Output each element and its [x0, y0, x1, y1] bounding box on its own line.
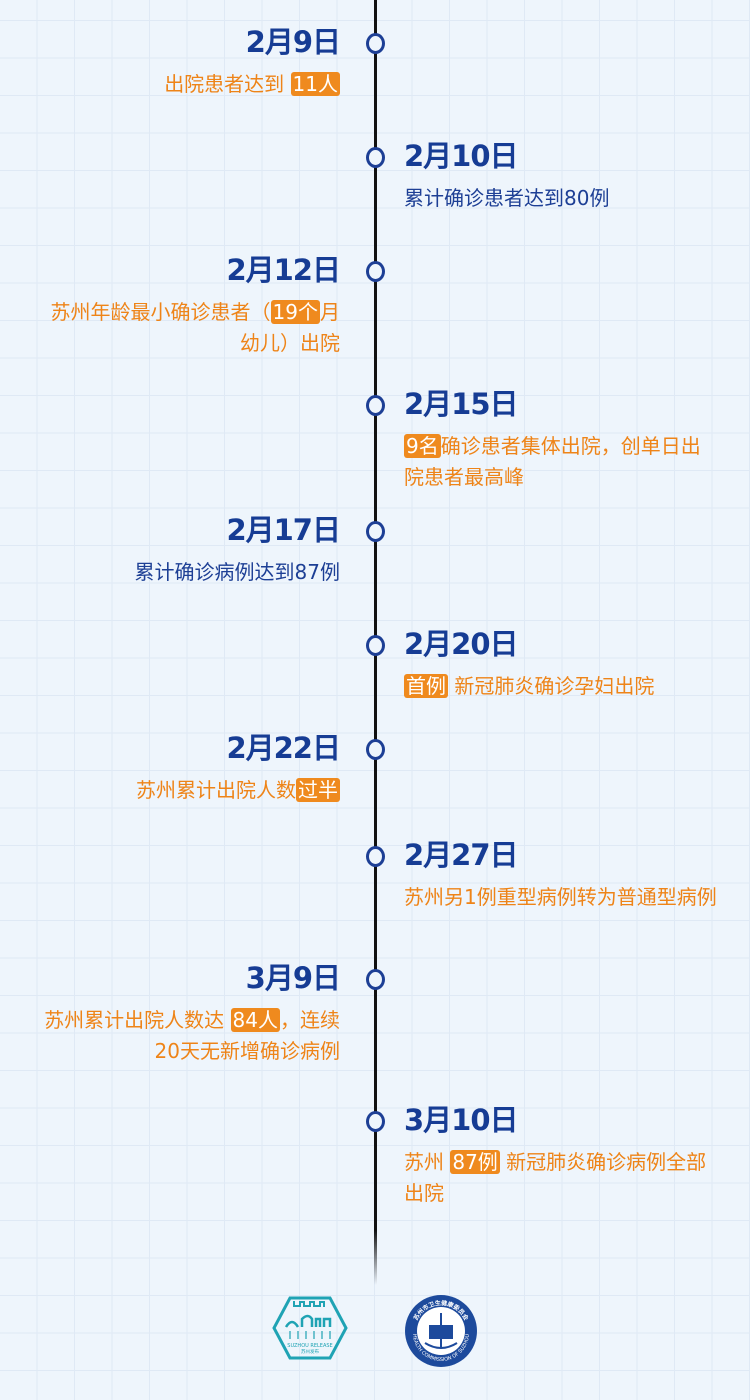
- timeline-node-icon: [366, 33, 385, 54]
- timeline-event: 2月17日累计确诊病例达到87例: [135, 513, 341, 588]
- event-date: 3月9日: [245, 961, 341, 995]
- event-date: 2月9日: [245, 25, 341, 59]
- highlight-badge: 首例: [404, 674, 448, 698]
- description-text: 新冠肺炎确诊孕妇出院: [448, 674, 655, 698]
- event-description: 出院患者达到 11人: [164, 69, 340, 100]
- timeline-event: 2月22日苏州累计出院人数过半: [136, 731, 341, 806]
- description-text: 苏州累计出院人数: [136, 778, 296, 802]
- health-commission-logo: 苏州市卫生健康委员会 HEALTH COMMISSION OF SUZHOU: [405, 1295, 477, 1367]
- timeline-event: 3月9日苏州累计出院人数达 84人，连续20天无新增确诊病例: [30, 961, 341, 1067]
- description-text: 出院患者达到: [164, 72, 291, 96]
- description-text: 累计确诊患者达到80例: [404, 186, 610, 210]
- highlight-badge: 11人: [290, 72, 340, 96]
- event-date: 2月15日: [404, 387, 519, 421]
- timeline-node-icon: [366, 521, 385, 542]
- event-date: 2月12日: [226, 253, 341, 287]
- event-date: 3月10日: [404, 1103, 519, 1137]
- highlight-badge: 19个: [270, 300, 320, 324]
- timeline-node-icon: [366, 739, 385, 760]
- timeline-node-icon: [366, 635, 385, 656]
- timeline-event: 2月20日首例 新冠肺炎确诊孕妇出院: [404, 627, 654, 702]
- timeline-event: 2月9日出院患者达到 11人: [164, 25, 341, 100]
- timeline-event: 2月10日累计确诊患者达到80例: [404, 139, 609, 214]
- description-text: 月幼儿）出院: [240, 300, 340, 355]
- event-description: 首例 新冠肺炎确诊孕妇出院: [404, 671, 654, 702]
- highlight-badge: 过半: [296, 778, 340, 802]
- description-text: 确诊患者集体出院，创单日出院患者最高峰: [404, 434, 701, 489]
- timeline-node-icon: [366, 846, 385, 867]
- event-date: 2月10日: [404, 139, 519, 173]
- highlight-badge: 9名: [404, 434, 441, 458]
- event-description: 累计确诊患者达到80例: [404, 183, 609, 214]
- description-text: 累计确诊病例达到87例: [134, 560, 340, 584]
- event-date: 2月17日: [226, 513, 341, 547]
- suzhou-release-logo: SUZHOU RELEASE 苏州发布: [272, 1296, 348, 1360]
- event-description: 9名确诊患者集体出院，创单日出院患者最高峰: [404, 431, 716, 493]
- timeline-node-icon: [366, 1111, 385, 1132]
- timeline-node-icon: [366, 147, 385, 168]
- event-date: 2月27日: [404, 838, 519, 872]
- event-description: 苏州累计出院人数过半: [136, 775, 340, 806]
- description-text: ，连续20天无新增确诊病例: [154, 1008, 340, 1063]
- event-date: 2月20日: [404, 627, 519, 661]
- timeline-node-icon: [366, 261, 385, 282]
- event-description: 累计确诊病例达到87例: [135, 557, 340, 588]
- description-text: 苏州年龄最小确诊患者（: [50, 300, 271, 324]
- timeline-event: 2月12日苏州年龄最小确诊患者（19个月幼儿）出院: [40, 253, 341, 359]
- event-description: 苏州累计出院人数达 84人，连续20天无新增确诊病例: [30, 1005, 340, 1067]
- timeline-node-icon: [366, 395, 385, 416]
- event-description: 苏州年龄最小确诊患者（19个月幼儿）出院: [40, 297, 340, 359]
- event-description: 苏州另1例重型病例转为普通型病例: [404, 882, 717, 913]
- highlight-badge: 84人: [230, 1008, 280, 1032]
- timeline-event: 2月27日苏州另1例重型病例转为普通型病例: [404, 838, 717, 913]
- timeline-event: 2月15日 9名确诊患者集体出院，创单日出院患者最高峰: [404, 387, 716, 493]
- event-description: 苏州 87例 新冠肺炎确诊病例全部出院: [404, 1147, 716, 1209]
- timeline-node-icon: [366, 969, 385, 990]
- logo-text-cn: 苏州发布: [301, 1348, 319, 1355]
- highlight-badge: 87例: [450, 1150, 500, 1174]
- timeline-event: 3月10日苏州 87例 新冠肺炎确诊病例全部出院: [404, 1103, 716, 1209]
- description-text: 苏州累计出院人数达: [44, 1008, 231, 1032]
- logo-text-en: SUZHOU RELEASE: [287, 1343, 332, 1349]
- description-text: 苏州: [404, 1150, 451, 1174]
- event-date: 2月22日: [226, 731, 341, 765]
- description-text: 苏州另1例重型病例转为普通型病例: [404, 885, 717, 909]
- description-text: 新冠肺炎确诊病例全部出院: [404, 1150, 707, 1205]
